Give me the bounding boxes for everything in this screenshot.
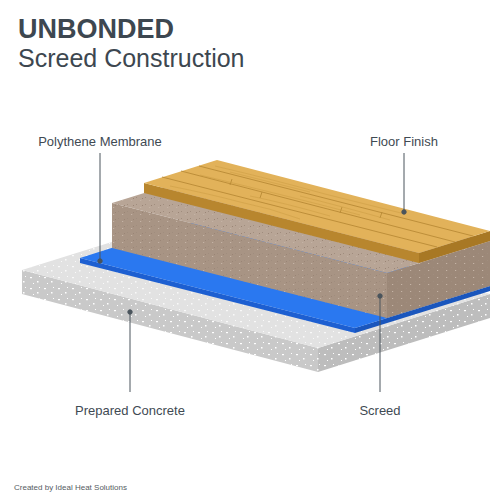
subtitle-text: Screed Construction — [18, 44, 245, 73]
caption-text: Created by Ideal Heat Solutions — [14, 483, 127, 492]
floor-finish — [144, 160, 490, 263]
title-text: UNBONDED — [18, 14, 174, 45]
part-label: Screed — [359, 403, 400, 418]
part-label: Floor Finish — [370, 134, 438, 149]
part-label: Polythene Membrane — [38, 134, 162, 149]
part-label: Prepared Concrete — [75, 403, 185, 418]
leader-lines — [98, 153, 406, 392]
